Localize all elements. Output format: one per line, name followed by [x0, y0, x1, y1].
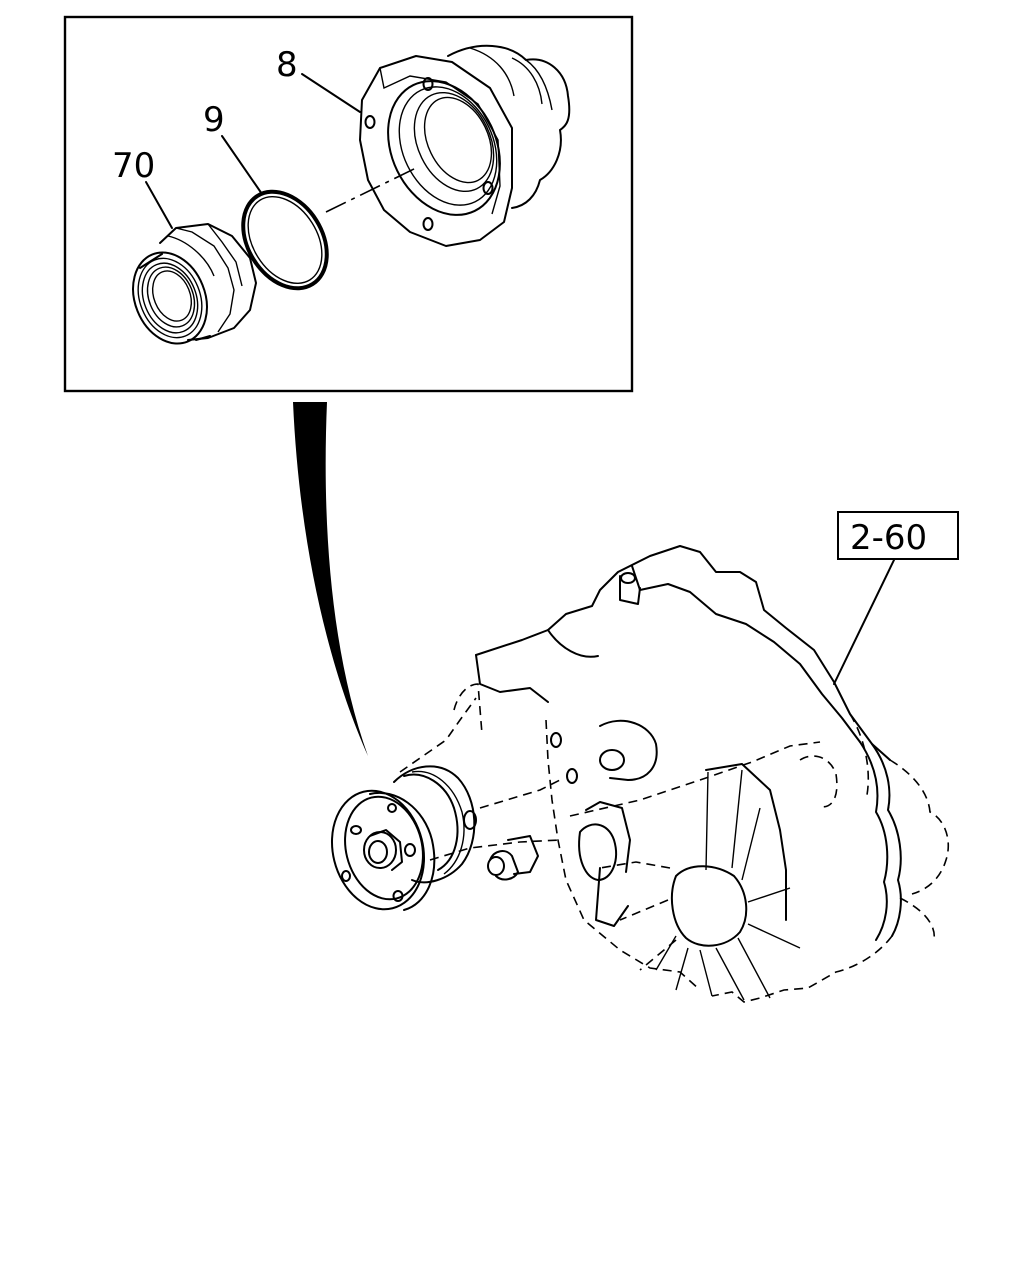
transfer-case-assembly [330, 545, 950, 1003]
part-9-o-ring [241, 189, 329, 291]
callout-70: 70 [112, 146, 155, 186]
reference-box: 2-60 [837, 511, 959, 560]
part-70-nut [132, 223, 257, 345]
callout-8: 8 [276, 45, 298, 85]
leader-70 [145, 181, 173, 229]
detail-inset-frame [63, 15, 634, 393]
callout-9: 9 [203, 100, 225, 140]
exploded-centerline [325, 167, 417, 213]
part-8-housing [359, 44, 571, 247]
leader-2-60 [833, 559, 895, 685]
leader-8 [301, 73, 361, 113]
reference-label: 2-60 [850, 518, 927, 558]
leader-9 [221, 135, 263, 195]
inset-pointer [293, 402, 368, 756]
